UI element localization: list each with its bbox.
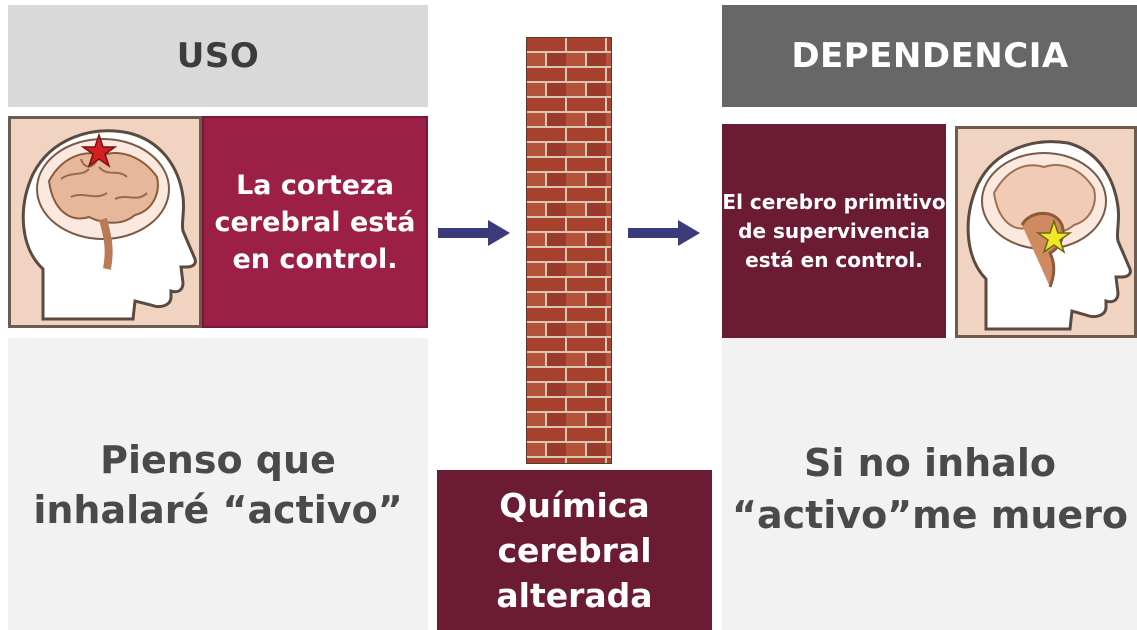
header-uso-label: USO xyxy=(176,36,260,76)
right-arrow-icon xyxy=(628,220,700,246)
right-panel xyxy=(722,338,1137,630)
right-statement-text: Si no inhalo “activo”me muero xyxy=(731,441,1129,537)
header-uso: USO xyxy=(8,5,428,107)
corteza-box: La corteza cerebral está en control. xyxy=(202,116,428,328)
head-brain-red-star-icon xyxy=(8,116,202,328)
quimica-text: Química cerebral alterada xyxy=(496,485,653,615)
primitivo-box: El cerebro primitivo de supervivencia es… xyxy=(722,124,946,338)
left-statement: Pienso que inhalaré “activo” xyxy=(8,420,428,550)
right-statement: Si no inhalo “activo”me muero xyxy=(722,404,1137,574)
quimica-box: Química cerebral alterada xyxy=(437,470,712,630)
brick-wall-icon xyxy=(526,37,612,464)
head-brain-yellow-star-icon xyxy=(955,126,1137,338)
corteza-text: La corteza cerebral está en control. xyxy=(214,169,416,275)
header-dependencia: DEPENDENCIA xyxy=(722,5,1137,107)
right-arrow-icon xyxy=(438,220,510,246)
left-statement-text: Pienso que inhalaré “activo” xyxy=(33,438,403,532)
primitivo-text: El cerebro primitivo de supervivencia es… xyxy=(722,189,946,272)
left-panel xyxy=(8,338,428,630)
header-dependencia-label: DEPENDENCIA xyxy=(791,36,1069,76)
